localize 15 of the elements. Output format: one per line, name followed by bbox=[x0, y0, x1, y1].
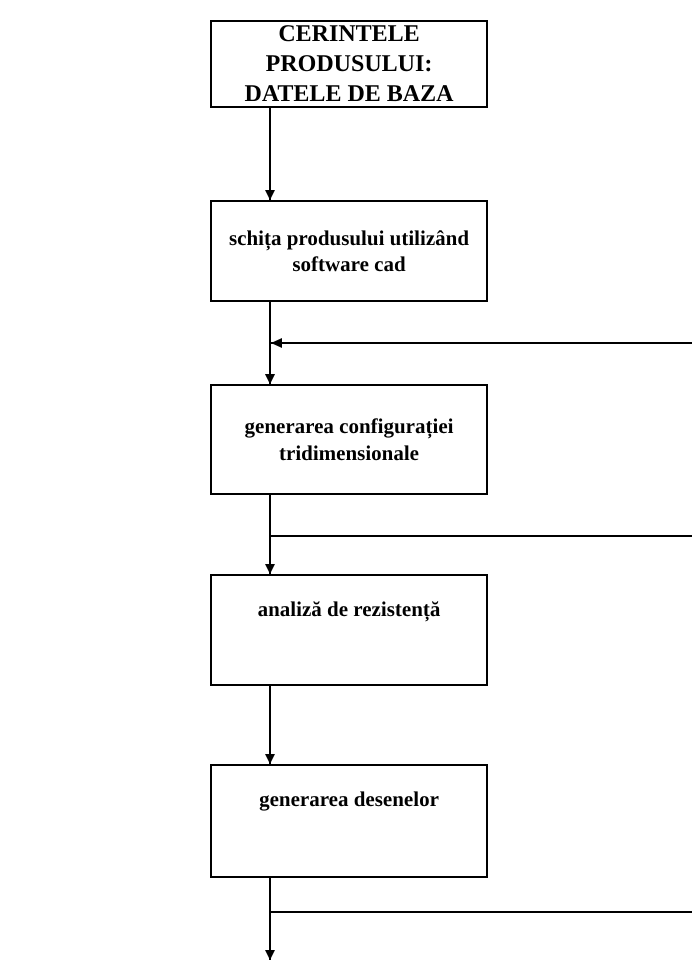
box-label: generarea configurației tridimensionale bbox=[244, 413, 454, 466]
process-box bbox=[210, 764, 488, 878]
process-box bbox=[210, 20, 488, 108]
arrow bbox=[265, 686, 275, 764]
box-label: CERINTELE PRODUSULUI: DATELE DE BAZA bbox=[244, 20, 454, 109]
box-label: generarea desenelor bbox=[259, 786, 439, 812]
arrow bbox=[265, 338, 692, 384]
box-label: schița produsului utilizând software cad bbox=[228, 224, 470, 278]
box-label: analiză de rezistență bbox=[258, 596, 440, 622]
arrow bbox=[265, 878, 275, 960]
process-box bbox=[210, 574, 488, 686]
arrow bbox=[265, 495, 275, 574]
process-box bbox=[210, 200, 488, 302]
arrow bbox=[265, 108, 275, 200]
process-box bbox=[210, 384, 488, 495]
